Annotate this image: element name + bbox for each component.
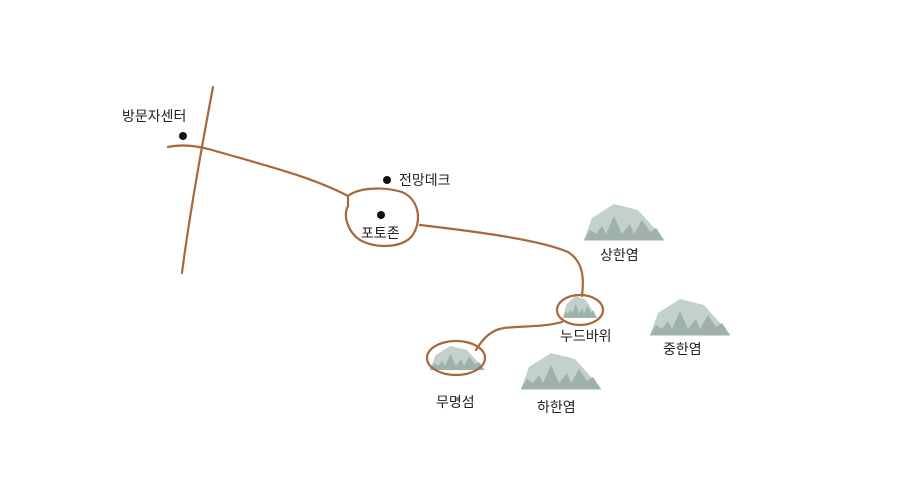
sanghanyeom-rock (583, 203, 665, 241)
junghanyeom-rock (649, 298, 731, 336)
photo-zone-label: 포토존 (361, 226, 400, 242)
hahanyeom-label: 하한염 (537, 400, 576, 416)
photo-zone-point (377, 211, 385, 219)
visitor-center-point (179, 132, 187, 140)
visitor-center-label: 방문자센터 (122, 109, 187, 125)
nudeubawi-rock (562, 295, 597, 318)
junghanyeom-label: 중한염 (663, 342, 702, 358)
road-line (180, 85, 215, 275)
photo-zone-loop (344, 187, 420, 248)
nudeubawi-label: 누드바위 (560, 329, 612, 345)
sanghanyeom-label: 상한염 (600, 248, 639, 264)
observation-deck-label: 전망데크 (399, 173, 451, 189)
route-path-photozone-to-nudeubawi (418, 223, 585, 298)
route-path-nudeubawi-to-mumyeongseom (474, 320, 564, 352)
mumyeongseom-loop (425, 339, 487, 377)
nudeubawi-loop (555, 293, 605, 327)
mumyeongseom-label: 무명섬 (436, 395, 475, 411)
route-path-visitor-to-photozone (166, 144, 350, 198)
observation-deck-point (383, 176, 391, 184)
hahanyeom-rock (520, 352, 602, 390)
